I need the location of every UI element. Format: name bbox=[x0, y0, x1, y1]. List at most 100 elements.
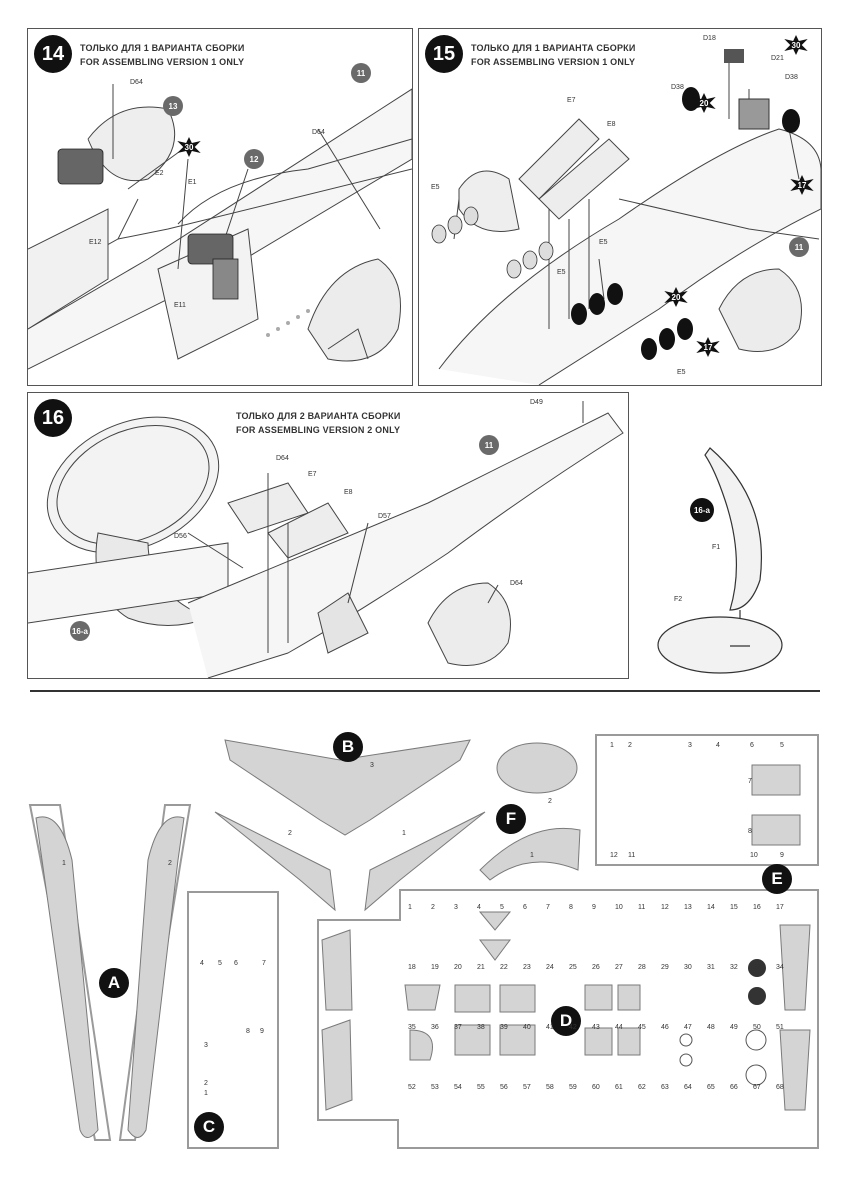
step-14-drawing bbox=[28, 84, 412, 370]
sprue-e-numbers: 1 2 3 4 5 6 7 8 9 10 11 12 bbox=[600, 740, 815, 860]
part-number: 38 bbox=[477, 1024, 485, 1031]
star-text: 17 bbox=[797, 180, 807, 190]
part-number: 32 bbox=[730, 964, 738, 971]
part-label: E8 bbox=[344, 489, 353, 496]
part-number: 40 bbox=[523, 1024, 531, 1031]
part-number: 64 bbox=[684, 1084, 692, 1091]
part-number: 4 bbox=[477, 904, 481, 911]
part-number: 7 bbox=[748, 778, 752, 785]
part-number: 1 bbox=[610, 742, 614, 749]
part-number: 56 bbox=[500, 1084, 508, 1091]
part-number: 52 bbox=[408, 1084, 416, 1091]
part-number: 3 bbox=[204, 1042, 208, 1049]
part-number: 59 bbox=[569, 1084, 577, 1091]
part-number: 16 bbox=[753, 904, 761, 911]
sprue-d-label: D bbox=[551, 1006, 581, 1036]
part-label: D56 bbox=[174, 533, 187, 540]
step-ref-badge: 11 bbox=[351, 63, 371, 83]
step-number: 14 bbox=[34, 35, 72, 73]
part-number: 29 bbox=[661, 964, 669, 971]
part-number: 2 bbox=[288, 830, 292, 837]
part-number: 8 bbox=[569, 904, 573, 911]
step-16-drawing bbox=[28, 401, 624, 678]
step-15-drawing bbox=[431, 49, 821, 385]
stand-badge: 16-a bbox=[690, 498, 714, 522]
part-number: 45 bbox=[638, 1024, 646, 1031]
part-label: F2 bbox=[674, 596, 683, 603]
part-number: 36 bbox=[431, 1024, 439, 1031]
part-number: 4 bbox=[716, 742, 720, 749]
part-number: 34 bbox=[776, 964, 784, 971]
part-number: 2 bbox=[548, 798, 552, 805]
part-number: 10 bbox=[615, 904, 623, 911]
part-number: 1 bbox=[204, 1090, 208, 1097]
caption-en: FOR ASSEMBLING VERSION 2 ONLY bbox=[236, 425, 401, 435]
part-number: 28 bbox=[638, 964, 646, 971]
part-label: D64 bbox=[510, 580, 523, 587]
part-number: 58 bbox=[546, 1084, 554, 1091]
part-number: 49 bbox=[730, 1024, 738, 1031]
part-number: 3 bbox=[454, 904, 458, 911]
part-number: 7 bbox=[546, 904, 550, 911]
part-label: D38 bbox=[671, 84, 684, 91]
part-number: 1 bbox=[62, 860, 66, 867]
part-number: 3 bbox=[370, 762, 374, 769]
step-ref-star: 30 bbox=[783, 35, 809, 55]
part-label: E5 bbox=[557, 269, 566, 276]
part-number: 44 bbox=[615, 1024, 623, 1031]
step-caption: ТОЛЬКО ДЛЯ 1 ВАРИАНТА СБОРКИ FOR ASSEMBL… bbox=[471, 41, 636, 69]
step-number: 15 bbox=[425, 35, 463, 73]
part-number: 62 bbox=[638, 1084, 646, 1091]
step-ref-badge: 12 bbox=[244, 149, 264, 169]
step-number: 16 bbox=[34, 399, 72, 437]
part-number: 15 bbox=[730, 904, 738, 911]
part-number: 33 bbox=[753, 964, 761, 971]
part-number: 9 bbox=[260, 1028, 264, 1035]
part-number: 1 bbox=[530, 852, 534, 859]
step-caption: ТОЛЬКО ДЛЯ 2 ВАРИАНТА СБОРКИ FOR ASSEMBL… bbox=[236, 409, 401, 437]
part-number: 48 bbox=[707, 1024, 715, 1031]
star-text: 30 bbox=[184, 142, 194, 152]
part-label: E2 bbox=[155, 170, 164, 177]
part-number: 8 bbox=[748, 828, 752, 835]
sprue-f-label: F bbox=[496, 804, 526, 834]
step-ref-badge: 13 bbox=[163, 96, 183, 116]
step-caption: ТОЛЬКО ДЛЯ 1 ВАРИАНТА СБОРКИ FOR ASSEMBL… bbox=[80, 41, 245, 69]
part-number: 37 bbox=[454, 1024, 462, 1031]
part-label: E8 bbox=[607, 121, 616, 128]
part-number: 20 bbox=[454, 964, 462, 971]
part-label: E7 bbox=[308, 471, 317, 478]
part-number: 10 bbox=[750, 852, 758, 859]
step-ref-star: 17 bbox=[695, 337, 721, 357]
part-number: 19 bbox=[431, 964, 439, 971]
part-label: E5 bbox=[677, 369, 686, 376]
part-label: D64 bbox=[276, 455, 289, 462]
caption-ru: ТОЛЬКО ДЛЯ 1 ВАРИАНТА СБОРКИ bbox=[80, 43, 245, 53]
part-number: 27 bbox=[615, 964, 623, 971]
star-text: 30 bbox=[791, 40, 801, 50]
part-number: 4 bbox=[200, 960, 204, 967]
part-number: 47 bbox=[684, 1024, 692, 1031]
step-15-panel: 15 ТОЛЬКО ДЛЯ 1 ВАРИАНТА СБОРКИ FOR ASSE… bbox=[418, 28, 822, 386]
part-label: D57 bbox=[378, 513, 391, 520]
part-number: 1 bbox=[402, 830, 406, 837]
part-label: E5 bbox=[431, 184, 440, 191]
part-number: 18 bbox=[408, 964, 416, 971]
caption-en: FOR ASSEMBLING VERSION 1 ONLY bbox=[471, 57, 636, 67]
star-text: 17 bbox=[703, 342, 713, 352]
step-ref-star: 20 bbox=[663, 287, 689, 307]
part-number: 46 bbox=[661, 1024, 669, 1031]
step-ref-star: 20 bbox=[691, 93, 717, 113]
part-number: 31 bbox=[707, 964, 715, 971]
step-16-panel: 16 ТОЛЬКО ДЛЯ 2 ВАРИАНТА СБОРКИ FOR ASSE… bbox=[27, 392, 629, 679]
part-number: 5 bbox=[500, 904, 504, 911]
part-number: 51 bbox=[776, 1024, 784, 1031]
sprue-e-label: E bbox=[762, 864, 792, 894]
part-label: E5 bbox=[599, 239, 608, 246]
part-number: 1 bbox=[408, 904, 412, 911]
part-number: 63 bbox=[661, 1084, 669, 1091]
step-ref-star: 17 bbox=[789, 175, 815, 195]
part-number: 43 bbox=[592, 1024, 600, 1031]
part-number: 30 bbox=[684, 964, 692, 971]
